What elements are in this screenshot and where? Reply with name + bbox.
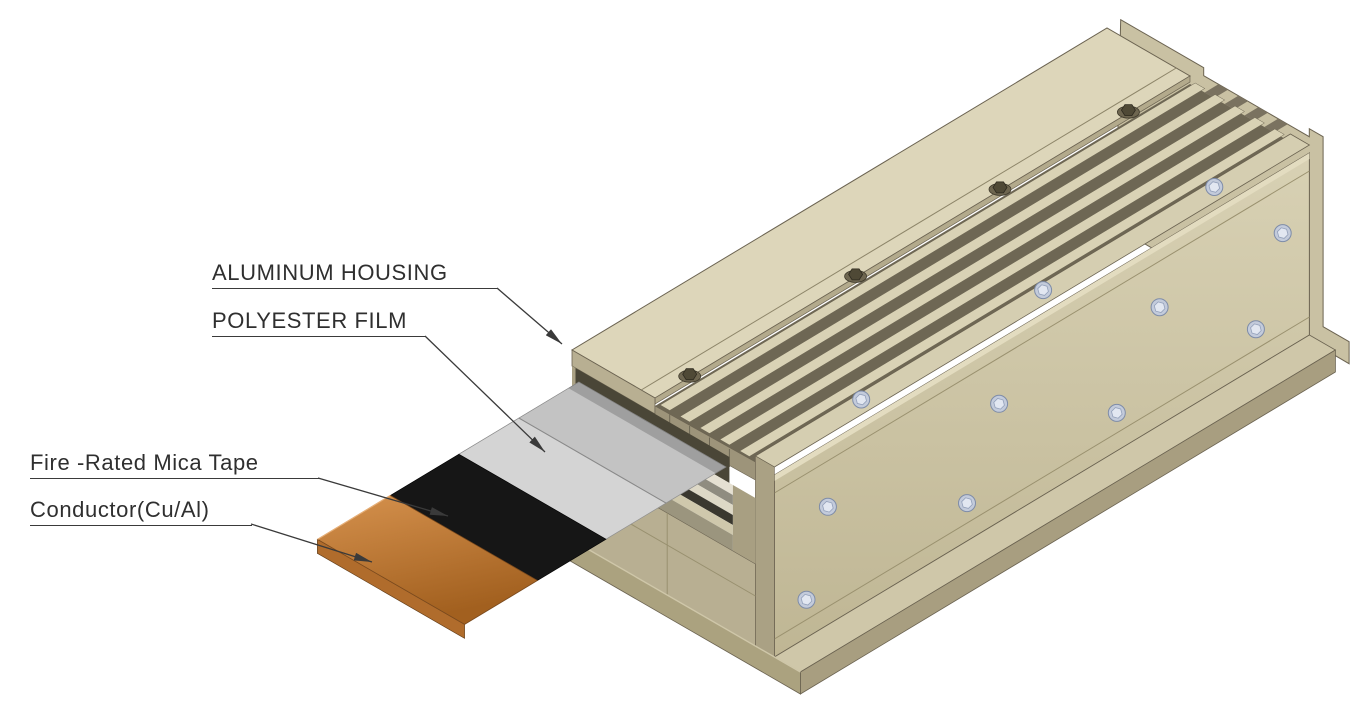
fin-top [659, 82, 1206, 411]
leader-mica-tape [317, 477, 449, 517]
fin-gap-end [1224, 95, 1248, 110]
callout-label: Fire -Rated Mica Tape [30, 450, 259, 475]
heat-fins [655, 82, 1296, 467]
bottom-flange-edge-highlight [566, 536, 801, 673]
side-panel-groove-bottom [774, 316, 1310, 640]
hex-bolt [1246, 320, 1265, 339]
callout-label: POLYESTER FILM [212, 308, 408, 333]
film-exit-shadow [568, 382, 726, 474]
callout-mica-tape: Fire -Rated Mica Tape [30, 450, 319, 479]
callout-conductor: Conductor(Cu/Al) [30, 497, 252, 526]
polyester-film [458, 381, 727, 540]
hex-bolt [990, 394, 1009, 413]
leader-conductor [250, 523, 373, 563]
fin-gap-end [1244, 107, 1268, 121]
hex-bolt [818, 497, 837, 516]
side-panel-groove-top [774, 170, 1310, 494]
hex-bolt [1107, 403, 1126, 422]
fin-gap-end [1204, 84, 1228, 98]
hex-bolt [1150, 298, 1169, 317]
aluminum-housing [566, 18, 1350, 695]
hex-bolt [1034, 281, 1053, 300]
leader-lines [250, 287, 563, 563]
fin-top [699, 105, 1245, 434]
leader-aluminum-housing [496, 287, 563, 345]
callout-polyester-film: POLYESTER FILM [212, 308, 425, 337]
hex-bolt [958, 494, 976, 513]
side-panel-top-highlight [774, 153, 1310, 481]
fin-top [739, 128, 1285, 457]
fin-top [679, 94, 1226, 423]
callout-label: Conductor(Cu/Al) [30, 497, 210, 522]
hex-bolt [1205, 178, 1224, 196]
fin-gap-end [1264, 118, 1288, 133]
hex-bolt [1273, 224, 1292, 243]
right-wall-end [755, 455, 775, 658]
fin-base [655, 84, 1296, 467]
conductor-edge-highlight [317, 494, 391, 540]
lamination-gap [732, 485, 756, 564]
top-flange-groove [640, 67, 1177, 391]
fin-top [719, 117, 1265, 446]
leader-polyester-film [424, 335, 546, 453]
polyester-film-seam [518, 417, 667, 504]
hex-bolt [797, 590, 816, 609]
callout-aluminum-housing: ALUMINUM HOUSING [212, 260, 497, 289]
conductor-bar [316, 381, 727, 639]
hex-bolt [852, 390, 871, 409]
callout-label: ALUMINUM HOUSING [212, 260, 448, 285]
